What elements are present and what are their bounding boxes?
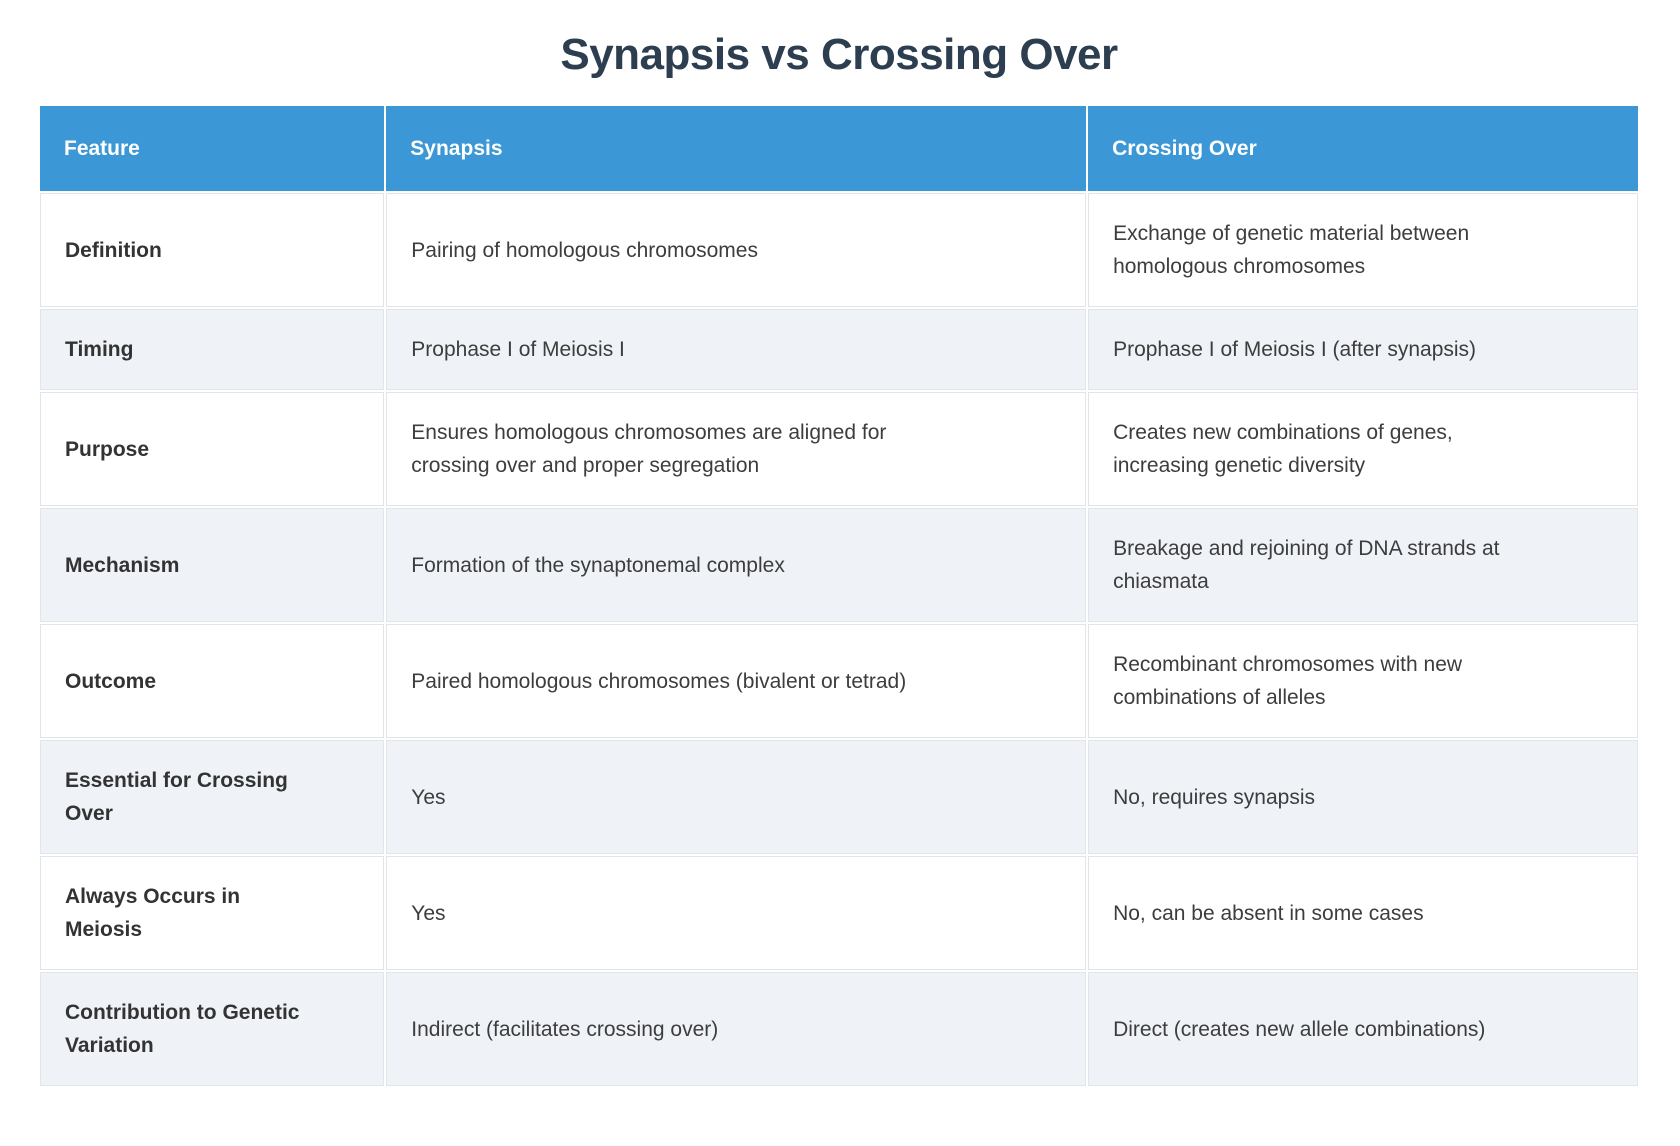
table-row-definition: Definition Pairing of homologous chromos… — [40, 193, 1638, 307]
crossing-over-cell: Prophase I of Meiosis I (after synapsis) — [1088, 309, 1638, 390]
feature-cell: Essential for Crossing Over — [40, 740, 385, 854]
table-header-row: Feature Synapsis Crossing Over — [40, 106, 1638, 191]
page-title: Synapsis vs Crossing Over — [560, 30, 1118, 79]
table-row-essential-for-crossing-over: Essential for Crossing Over Yes No, requ… — [40, 740, 1638, 854]
feature-cell: Timing — [40, 309, 385, 390]
feature-cell: Always Occurs in Meiosis — [40, 856, 385, 970]
synapsis-cell: Yes — [386, 856, 1087, 970]
crossing-over-cell: No, requires synapsis — [1088, 740, 1638, 854]
crossing-over-cell: No, can be absent in some cases — [1088, 856, 1638, 970]
comparison-table: Feature Synapsis Crossing Over Definitio… — [38, 104, 1640, 1088]
crossing-over-cell: Recombinant chromosomes with new combina… — [1088, 624, 1638, 738]
feature-cell: Contribution to Genetic Variation — [40, 972, 385, 1086]
feature-cell: Mechanism — [40, 508, 385, 622]
crossing-over-cell: Direct (creates new allele combinations) — [1088, 972, 1638, 1086]
table-row-purpose: Purpose Ensures homologous chromosomes a… — [40, 392, 1638, 506]
crossing-over-cell: Exchange of genetic material between hom… — [1088, 193, 1638, 307]
synapsis-cell: Ensures homologous chromosomes are align… — [386, 392, 1087, 506]
column-header-synapsis: Synapsis — [386, 106, 1087, 191]
synapsis-cell: Paired homologous chromosomes (bivalent … — [386, 624, 1087, 738]
crossing-over-cell: Creates new combinations of genes, incre… — [1088, 392, 1638, 506]
column-header-feature: Feature — [40, 106, 385, 191]
feature-cell: Purpose — [40, 392, 385, 506]
table-row-outcome: Outcome Paired homologous chromosomes (b… — [40, 624, 1638, 738]
synapsis-cell: Prophase I of Meiosis I — [386, 309, 1087, 390]
crossing-over-cell: Breakage and rejoining of DNA strands at… — [1088, 508, 1638, 622]
table-row-always-occurs-in-meiosis: Always Occurs in Meiosis Yes No, can be … — [40, 856, 1638, 970]
synapsis-cell: Indirect (facilitates crossing over) — [386, 972, 1087, 1086]
synapsis-cell: Formation of the synaptonemal complex — [386, 508, 1087, 622]
synapsis-cell: Yes — [386, 740, 1087, 854]
feature-cell: Definition — [40, 193, 385, 307]
column-header-crossing-over: Crossing Over — [1088, 106, 1638, 191]
table-row-mechanism: Mechanism Formation of the synaptonemal … — [40, 508, 1638, 622]
table-row-timing: Timing Prophase I of Meiosis I Prophase … — [40, 309, 1638, 390]
table-row-contribution-to-genetic-variation: Contribution to Genetic Variation Indire… — [40, 972, 1638, 1086]
feature-cell: Outcome — [40, 624, 385, 738]
page: Synapsis vs Crossing Over Feature Synaps… — [0, 30, 1680, 1146]
synapsis-cell: Pairing of homologous chromosomes — [386, 193, 1087, 307]
